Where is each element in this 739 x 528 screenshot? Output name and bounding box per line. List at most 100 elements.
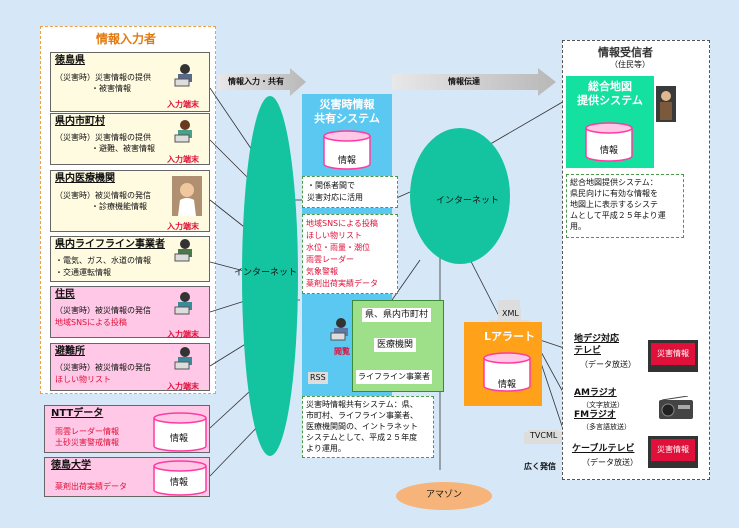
viewer-item: 医療機関	[374, 338, 417, 352]
internet-left-label: インターネット	[234, 268, 298, 278]
provider-title: 徳島県	[55, 55, 85, 66]
doctor-photo-icon	[172, 176, 202, 216]
share-desc-box: 災害時情報共有システム：県、 市町村、ライフライン事業者、 医療機関間の、イント…	[302, 396, 434, 458]
provider-title: 県内市町村	[55, 116, 105, 127]
share-red-list: 地域SNSによる投稿 ほしい物リスト 水位・雨量・潮位 雨雲レーダー 気象警報 …	[302, 214, 398, 294]
map-desc-line: ムとして平成２５年より運	[570, 211, 666, 220]
radio-icon	[659, 396, 693, 419]
provider-line: ・被害情報	[91, 84, 131, 93]
provider-title: 住民	[55, 289, 75, 300]
share-red-item: 薬剤出荷実績データ	[306, 279, 378, 288]
ntt-line: 土砂災害警戒情報	[55, 438, 119, 447]
lalert-db-label: 情報	[498, 380, 517, 390]
amazon-label: アマゾン	[426, 490, 463, 500]
share-note-line: ・関係者間で	[307, 181, 355, 190]
am-radio-sub: （文字放送）	[582, 401, 624, 409]
share-desc-line: システムとして、平成２５年度	[306, 433, 418, 442]
provider-line: （災害時）被災情報の発信	[55, 363, 151, 372]
input-terminal-label: 入力端末	[167, 100, 199, 109]
ntt-line: 雨雲レーダー情報	[55, 427, 119, 436]
provider-line: （災害時）被災情報の発信	[55, 306, 151, 315]
provider-line: （災害時）災害情報の提供	[55, 133, 151, 142]
share-red-item: 雨雲レーダー	[306, 255, 354, 264]
share-db-label: 情報	[338, 156, 357, 166]
univ-db-label: 情報	[170, 478, 189, 488]
operator-icon	[174, 239, 192, 262]
user-photo-icon	[656, 86, 676, 122]
cable-tv-sub: （データ放送）	[582, 458, 638, 467]
lalert-title: Lアラート	[484, 330, 536, 343]
operator-icon	[174, 347, 192, 370]
operator-icon	[174, 120, 192, 143]
receivers-subtitle: （住民等）	[610, 60, 650, 69]
amazon-ellipse	[396, 482, 492, 510]
map-db-icon	[585, 122, 633, 162]
univ-title: 徳島大学	[51, 460, 91, 471]
wide-broadcast-label: 広く発信	[524, 462, 556, 471]
provider-line: ・交通運転情報	[55, 268, 111, 277]
am-radio-label: AMラジオ	[574, 388, 617, 398]
provider-line-red: ほしい物リスト	[55, 375, 111, 384]
ntt-db-icon	[153, 412, 207, 452]
univ-line: 薬剤出荷実績データ	[55, 482, 127, 491]
share-desc-line: 災害時情報共有システム：県、	[306, 400, 418, 409]
share-red-item: 気象警報	[306, 267, 338, 276]
share-desc-line: 医療機関間の、イントラネット	[306, 422, 418, 431]
fm-radio-sub: （多言語放送）	[582, 423, 631, 431]
receivers-title: 情報受信者	[598, 46, 653, 59]
rss-label: RSS	[308, 372, 328, 384]
provider-line-red: 地域SNSによる投稿	[55, 318, 127, 327]
browsing-person-icon	[330, 318, 348, 341]
ntt-db-label: 情報	[170, 434, 189, 444]
tv-title-1: 地デジ対応	[574, 334, 620, 344]
viewer-item: 県、県内市町村	[362, 308, 432, 322]
map-db-label: 情報	[600, 146, 619, 156]
input-terminal-label: 入力端末	[167, 330, 199, 339]
tv-sub: （データ放送）	[580, 360, 636, 369]
share-desc-line: より運用。	[306, 444, 346, 453]
transmit-arrow	[392, 68, 556, 96]
share-red-item: 地域SNSによる投稿	[306, 219, 378, 228]
tv-icon: 災害情報	[648, 340, 698, 372]
tv-screen-text: 災害情報	[651, 343, 695, 365]
input-terminal-label: 入力端末	[167, 155, 199, 164]
input-share-label: 情報入力・共有	[228, 77, 284, 86]
provider-line: ・電気、ガス、水道の情報	[55, 256, 151, 265]
provider-line: （災害時）災害情報の提供	[55, 73, 151, 82]
operator-icon	[174, 64, 192, 87]
internet-right-cloud	[410, 128, 510, 264]
transmit-label: 情報伝達	[448, 77, 480, 86]
share-note-line: 災害対応に活用	[307, 193, 363, 202]
provider-title: 県内ライフライン事業者	[55, 239, 165, 250]
share-system-title: 災害時情報 共有システム	[306, 98, 388, 126]
provider-title: 県内医療機関	[55, 173, 115, 184]
cable-tv-icon: 災害情報	[648, 436, 698, 468]
input-share-arrow	[218, 68, 306, 96]
browse-label: 閲覧	[334, 347, 350, 356]
tvcml-label: TVCML	[528, 430, 560, 442]
map-desc-line: 総合地図提供システム：	[570, 178, 658, 187]
xml-label: XML	[500, 308, 521, 320]
cable-tv-label: ケーブルテレビ	[572, 444, 635, 454]
map-desc-line: 地図上に表示するシステ	[570, 200, 658, 209]
share-note-box: ・関係者間で 災害対応に活用	[302, 176, 398, 208]
provider-line: ・診療機能情報	[91, 202, 147, 211]
share-red-item: 水位・雨量・潮位	[306, 243, 370, 252]
cable-tv-screen-text: 災害情報	[651, 439, 695, 461]
tv-title-2: テレビ	[574, 346, 602, 356]
map-system-title: 総合地図 提供システム	[566, 80, 654, 108]
share-db-icon	[323, 130, 371, 170]
input-terminal-label: 入力端末	[167, 222, 199, 231]
share-desc-line: 市町村、ライフライン事業者、	[306, 411, 418, 420]
map-desc-line: 県民向けに有効な情報を	[570, 189, 658, 198]
internet-left-cloud	[242, 96, 298, 456]
internet-right-label: インターネット	[436, 196, 500, 206]
lalert-db-icon	[483, 352, 531, 392]
map-desc-line: 用。	[570, 222, 586, 231]
ntt-title: NTTデータ	[51, 408, 104, 419]
share-red-item: ほしい物リスト	[306, 231, 362, 240]
univ-db-icon	[153, 460, 207, 496]
operator-icon	[174, 292, 192, 315]
viewer-item: ライフライン事業者	[356, 370, 432, 384]
provider-line: （災害時）被災情報の発信	[55, 191, 151, 200]
